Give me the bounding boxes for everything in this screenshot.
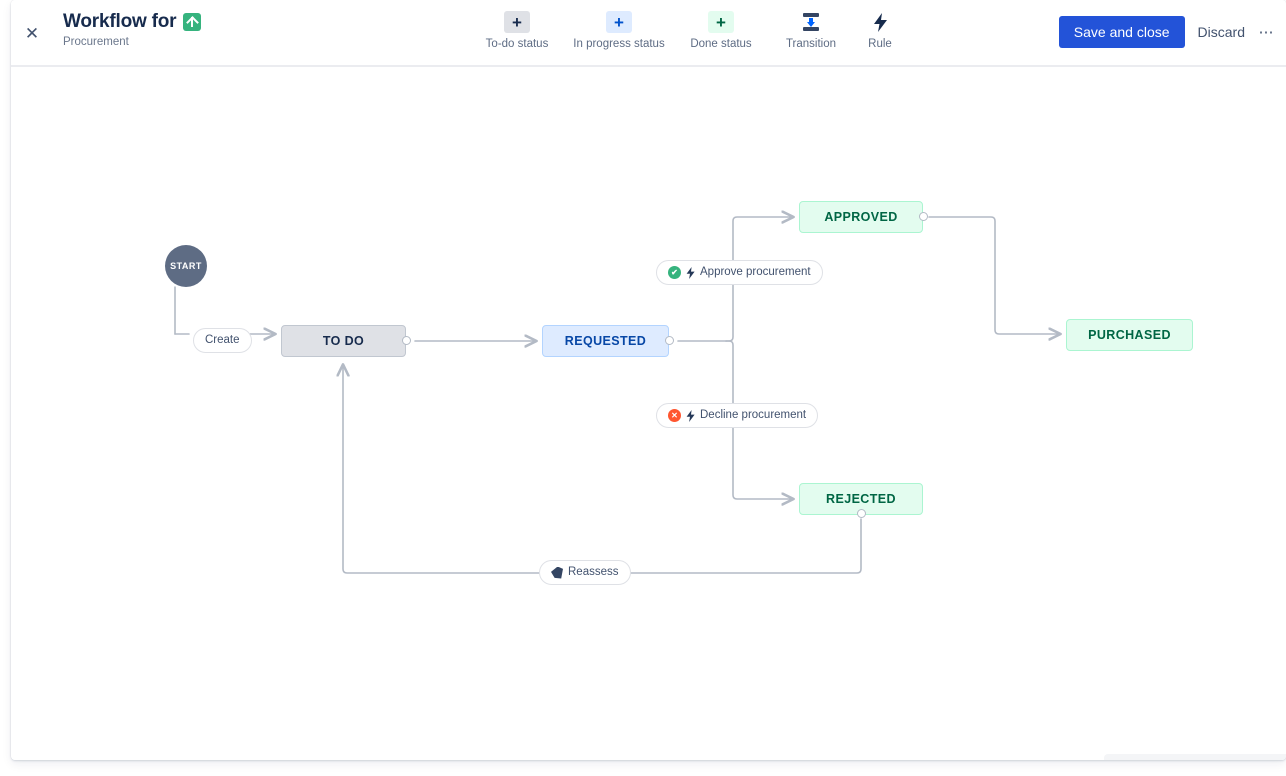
node-port-todo-right[interactable]: [402, 336, 411, 345]
edge-reassess-to-todo: [343, 365, 540, 574]
transition-label-create[interactable]: Create: [193, 328, 252, 353]
start-node[interactable]: START: [165, 245, 207, 287]
arrow-up-avatar-icon: [183, 13, 202, 31]
status-node-label: APPROVED: [824, 210, 898, 224]
node-port-requested-right[interactable]: [665, 336, 674, 345]
zoom-control-panel: [1104, 754, 1286, 760]
node-port-approved-right[interactable]: [919, 212, 928, 221]
title-row: Workflow for: [63, 10, 202, 34]
add-todo-status-button[interactable]: + To-do status: [466, 8, 568, 50]
project-subtitle: Procurement: [63, 36, 129, 48]
add-rule-button[interactable]: Rule: [850, 8, 910, 50]
more-options-icon[interactable]: ⋯: [1258, 24, 1274, 41]
bolt-icon: [867, 11, 893, 33]
transition-label-text: Approve procurement: [700, 265, 811, 278]
discard-button[interactable]: Discard: [1185, 16, 1258, 48]
plus-icon: +: [504, 11, 530, 33]
status-node-label: TO DO: [322, 334, 365, 348]
add-done-status-button[interactable]: + Done status: [670, 8, 772, 50]
tag-icon: [551, 566, 563, 579]
plus-glyph: +: [614, 12, 624, 32]
transition-label-text: Create: [205, 333, 240, 346]
node-port-rejected-bottom[interactable]: [857, 509, 866, 518]
status-node-label: REQUESTED: [564, 334, 647, 348]
edge-approved-to-purchased: [928, 216, 1060, 334]
add-transition-label: Transition: [785, 38, 837, 50]
transition-label-approve[interactable]: ✔ Approve procurement: [656, 260, 823, 285]
page-title: Workflow for: [63, 11, 177, 32]
plus-icon: +: [606, 11, 632, 33]
add-done-status-label: Done status: [690, 38, 752, 50]
status-node-purchased[interactable]: PURCHASED: [1066, 319, 1193, 351]
title-block: Workflow for Procurement: [63, 10, 202, 49]
workflow-canvas[interactable]: START TO DO REQUESTED APPROVED REJECTED …: [11, 69, 1286, 760]
status-node-label: REJECTED: [826, 492, 896, 506]
plus-glyph: +: [716, 12, 726, 32]
status-node-approved[interactable]: APPROVED: [799, 201, 923, 233]
transition-label-text: Reassess: [568, 565, 619, 578]
start-label: START: [170, 261, 202, 271]
status-node-todo[interactable]: TO DO: [281, 325, 406, 357]
bolt-icon: [686, 266, 695, 279]
transition-icon: [798, 11, 824, 33]
close-icon[interactable]: ✕: [16, 18, 48, 50]
error-cross-icon: ✕: [668, 409, 681, 422]
transition-label-text: Decline procurement: [700, 408, 807, 421]
add-todo-status-label: To-do status: [485, 38, 549, 50]
status-node-requested[interactable]: REQUESTED: [542, 325, 669, 357]
add-inprogress-status-button[interactable]: + In progress status: [568, 8, 670, 50]
workflow-edges: [174, 69, 1286, 574]
bolt-icon: [686, 409, 695, 422]
status-node-label: PURCHASED: [1088, 328, 1171, 342]
transition-label-reassess[interactable]: Reassess: [539, 560, 631, 585]
editor-header: ✕ Workflow for Procurement + To-do statu…: [11, 0, 1286, 67]
edge-rejected-to-reassess: [614, 518, 862, 574]
bolt-glyph: [873, 12, 887, 32]
header-actions: Save and close Discard ⋯: [1058, 16, 1274, 48]
editor-toolbar: + To-do status + In progress status + Do…: [466, 8, 910, 50]
save-and-close-button[interactable]: Save and close: [1058, 16, 1185, 48]
plus-glyph: +: [512, 12, 522, 32]
editor-card: ✕ Workflow for Procurement + To-do statu…: [11, 0, 1286, 760]
success-check-icon: ✔: [668, 266, 681, 279]
transition-label-decline[interactable]: ✕ Decline procurement: [656, 403, 819, 428]
plus-icon: +: [708, 11, 734, 33]
add-transition-button[interactable]: Transition: [772, 8, 850, 50]
add-inprogress-status-label: In progress status: [573, 38, 665, 50]
close-glyph: ✕: [24, 24, 40, 43]
add-rule-label: Rule: [868, 38, 892, 50]
